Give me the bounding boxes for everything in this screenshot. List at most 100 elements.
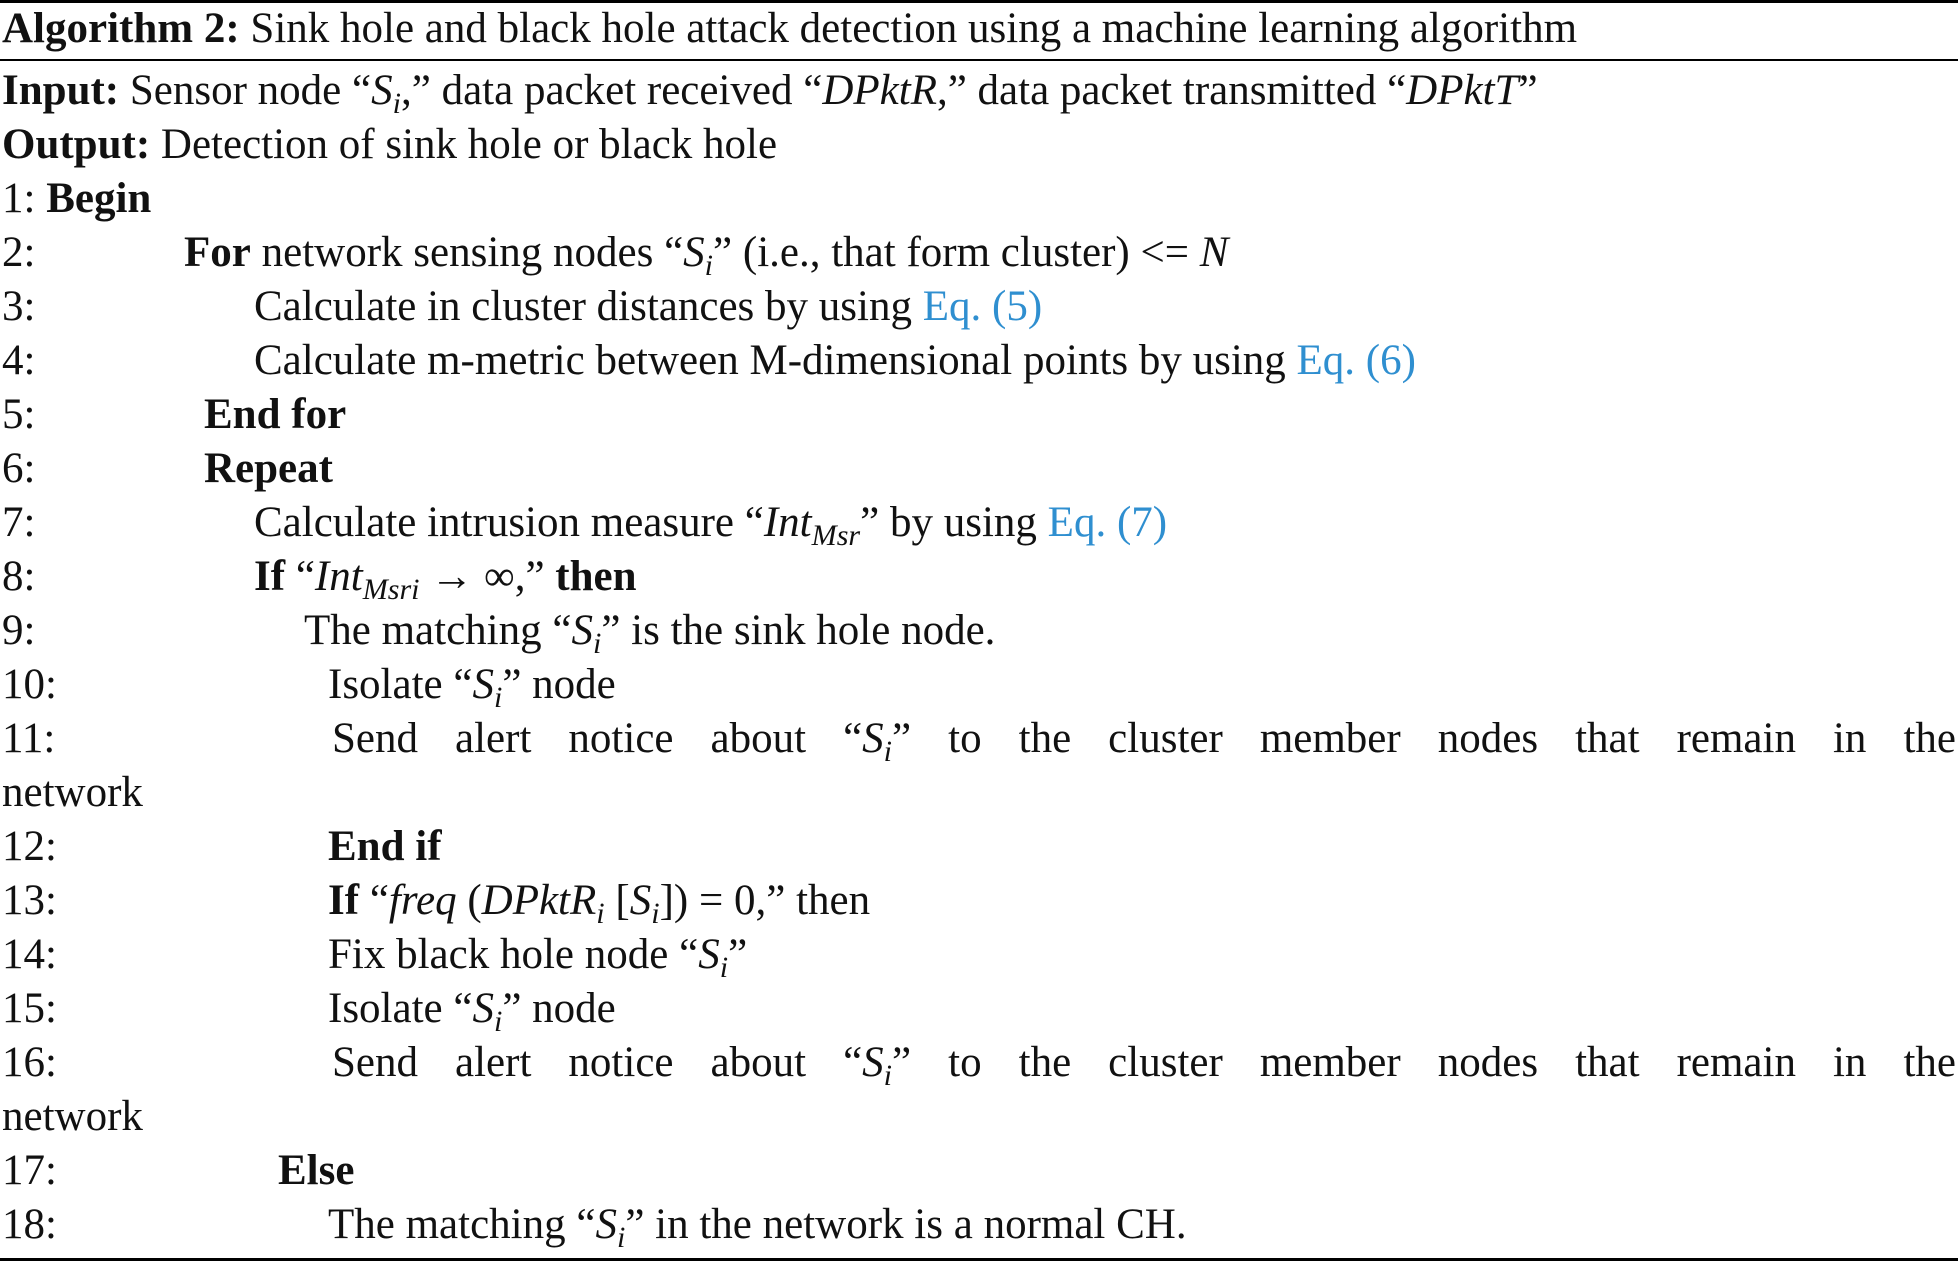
math-s: S xyxy=(683,229,705,276)
input-label: Input: xyxy=(2,67,120,114)
math-freq: freq xyxy=(388,877,457,924)
line-number: 13: xyxy=(2,877,57,924)
equation-link[interactable]: Eq. (6) xyxy=(1296,337,1416,384)
line-text: Calculate intrusion measure “ xyxy=(254,499,764,546)
line-text: “ xyxy=(285,553,315,600)
header-rule xyxy=(0,59,1958,61)
algo-line-9: The matching “Si” is the sink hole node. xyxy=(304,604,995,658)
math-sub: i xyxy=(392,86,401,121)
line-number: 1: xyxy=(2,175,36,222)
line-number: 17: xyxy=(2,1147,57,1194)
line-text: ” is the sink hole node. xyxy=(601,607,996,654)
math-dpktt: DPktT xyxy=(1406,67,1519,114)
math-dpktr: DPktR xyxy=(822,67,937,114)
line-text: The matching “ xyxy=(328,1201,596,1248)
line-number: 12: xyxy=(2,823,57,870)
line-number: 5: xyxy=(2,391,36,438)
line-number: 7: xyxy=(2,499,36,546)
math-s: S xyxy=(862,1039,884,1086)
algo-line-8: If “IntMsri → ∞,” then xyxy=(254,550,637,604)
input-text: Sensor node “ xyxy=(129,67,372,114)
algorithm-label: Algorithm 2: xyxy=(2,5,240,52)
algo-line-12: End if xyxy=(328,820,442,874)
line-text: Fix black hole node “ xyxy=(328,931,699,978)
line-number: 18: xyxy=(2,1201,57,1248)
line-text: “ xyxy=(359,877,389,924)
keyword: If xyxy=(254,553,286,600)
algo-line-3: Calculate in cluster distances by using … xyxy=(254,280,1042,334)
math-sub: i xyxy=(616,1220,626,1255)
algo-line-5: End for xyxy=(204,388,346,442)
math-sub: i xyxy=(719,950,729,985)
math-sub: i xyxy=(883,734,893,769)
line-text: Send alert notice about “ xyxy=(332,1039,863,1086)
input-text: ,” data packet transmitted “ xyxy=(936,67,1407,114)
line-text: The matching “ xyxy=(304,607,572,654)
input-line: Input: Sensor node “Si,” data packet rec… xyxy=(2,64,1538,118)
math-s: S xyxy=(571,607,593,654)
line-text: ” in the network is a normal CH. xyxy=(625,1201,1187,1248)
keyword: then xyxy=(555,553,637,600)
math-sub: Msri xyxy=(362,572,420,607)
algo-line-4: Calculate m-metric between M-dimensional… xyxy=(254,334,1416,388)
algo-line-7: Calculate intrusion measure “IntMsr” by … xyxy=(254,496,1167,550)
math-n: N xyxy=(1199,229,1229,276)
algorithm-header: Algorithm 2: Sink hole and black hole at… xyxy=(2,2,1577,56)
line-text: ” node xyxy=(502,985,616,1032)
line-text: Isolate “ xyxy=(328,985,473,1032)
line-number: 9: xyxy=(2,607,36,654)
algo-line-15: Isolate “Si” node xyxy=(328,982,616,1036)
input-text: ” xyxy=(1518,67,1538,114)
line-text: ” by using xyxy=(860,499,1048,546)
math-sub: i xyxy=(596,896,605,931)
algo-line-11-continuation: network xyxy=(2,769,143,816)
output-text: Detection of sink hole or black hole xyxy=(160,121,778,168)
math-sub: i xyxy=(493,680,503,715)
input-text: ,” data packet received “ xyxy=(400,67,823,114)
algorithm-title: Sink hole and black hole attack detectio… xyxy=(250,5,1578,52)
math-s: S xyxy=(371,67,393,114)
math-arrow: → ∞ xyxy=(419,553,515,600)
math-int: Int xyxy=(314,553,363,600)
math-sub: i xyxy=(592,626,602,661)
line-number: 16: xyxy=(2,1039,57,1086)
math-s: S xyxy=(629,877,652,924)
algo-line-2: For network sensing nodes “Si” (i.e., th… xyxy=(184,226,1228,280)
math-s: S xyxy=(862,715,884,762)
line-text: ,” xyxy=(514,553,556,600)
line-text: ” node xyxy=(502,661,616,708)
keyword: For xyxy=(184,229,251,276)
keyword: If xyxy=(328,877,360,924)
math-s: S xyxy=(472,661,494,708)
math-bracket: [ xyxy=(604,877,630,924)
math-s: S xyxy=(595,1201,617,1248)
line-number: 2: xyxy=(2,229,36,276)
math-int: Int xyxy=(763,499,812,546)
line-text: network sensing nodes “ xyxy=(250,229,684,276)
math-s: S xyxy=(698,931,720,978)
output-label: Output: xyxy=(2,121,151,168)
algo-line-16: Send alert notice about “Si” to the clus… xyxy=(332,1036,1956,1090)
algo-line-11: Send alert notice about “Si” to the clus… xyxy=(332,712,1956,766)
equation-link[interactable]: Eq. (5) xyxy=(922,283,1043,330)
bottom-rule xyxy=(0,1258,1958,1261)
line-number: 8: xyxy=(2,553,36,600)
line-text: ” to the cluster member nodes that remai… xyxy=(892,1039,1956,1086)
line-number: 11: xyxy=(2,715,56,762)
line-number: 14: xyxy=(2,931,57,978)
line-text: ” (i.e., that form cluster) <= xyxy=(713,229,1200,276)
math-sub: i xyxy=(651,896,660,931)
equation-link[interactable]: Eq. (7) xyxy=(1047,499,1168,546)
line-number: 4: xyxy=(2,337,36,384)
line-number: 10: xyxy=(2,661,57,708)
line-number: 3: xyxy=(2,283,36,330)
math-sub: i xyxy=(704,248,714,283)
keyword: Begin xyxy=(46,175,152,222)
line-text: ]) = 0,” then xyxy=(659,877,871,924)
line-number: 6: xyxy=(2,445,36,492)
math-s: S xyxy=(472,985,494,1032)
line-text: Isolate “ xyxy=(328,661,473,708)
keyword: End if xyxy=(328,823,442,870)
line-text: ” xyxy=(728,931,748,978)
